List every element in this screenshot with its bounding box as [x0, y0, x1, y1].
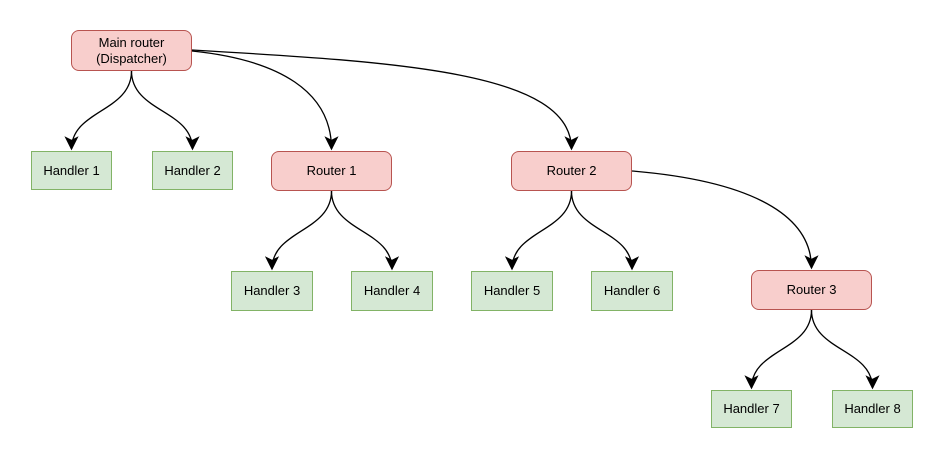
edge-router-3-to-handler-7	[744, 309, 813, 390]
node-main-router[interactable]: Main router (Dispatcher)	[71, 30, 192, 71]
edge-router-1-to-handler-3	[264, 190, 333, 271]
node-router-1[interactable]: Router 1	[271, 151, 392, 191]
node-handler-6[interactable]: Handler 6	[591, 271, 673, 311]
node-handler-1[interactable]: Handler 1	[31, 151, 112, 190]
node-router-2[interactable]: Router 2	[511, 151, 632, 191]
edge-main-router-to-handler-1	[64, 70, 133, 151]
node-handler-5[interactable]: Handler 5	[471, 271, 553, 311]
edge-main-router-to-router-2	[191, 49, 579, 151]
edge-router-2-to-handler-5	[504, 190, 573, 271]
edge-router-3-to-handler-8	[810, 309, 880, 390]
node-handler-4[interactable]: Handler 4	[351, 271, 433, 311]
edge-router-2-to-handler-6	[570, 190, 640, 271]
node-handler-2[interactable]: Handler 2	[152, 151, 233, 190]
edge-main-router-to-handler-2	[130, 70, 200, 151]
edge-main-router-to-router-1	[191, 50, 339, 151]
node-handler-3[interactable]: Handler 3	[231, 271, 313, 311]
node-router-3[interactable]: Router 3	[751, 270, 872, 310]
node-handler-7[interactable]: Handler 7	[711, 390, 792, 428]
node-handler-8[interactable]: Handler 8	[832, 390, 913, 428]
edge-router-2-to-router-3	[631, 170, 819, 270]
edge-router-1-to-handler-4	[330, 190, 400, 271]
